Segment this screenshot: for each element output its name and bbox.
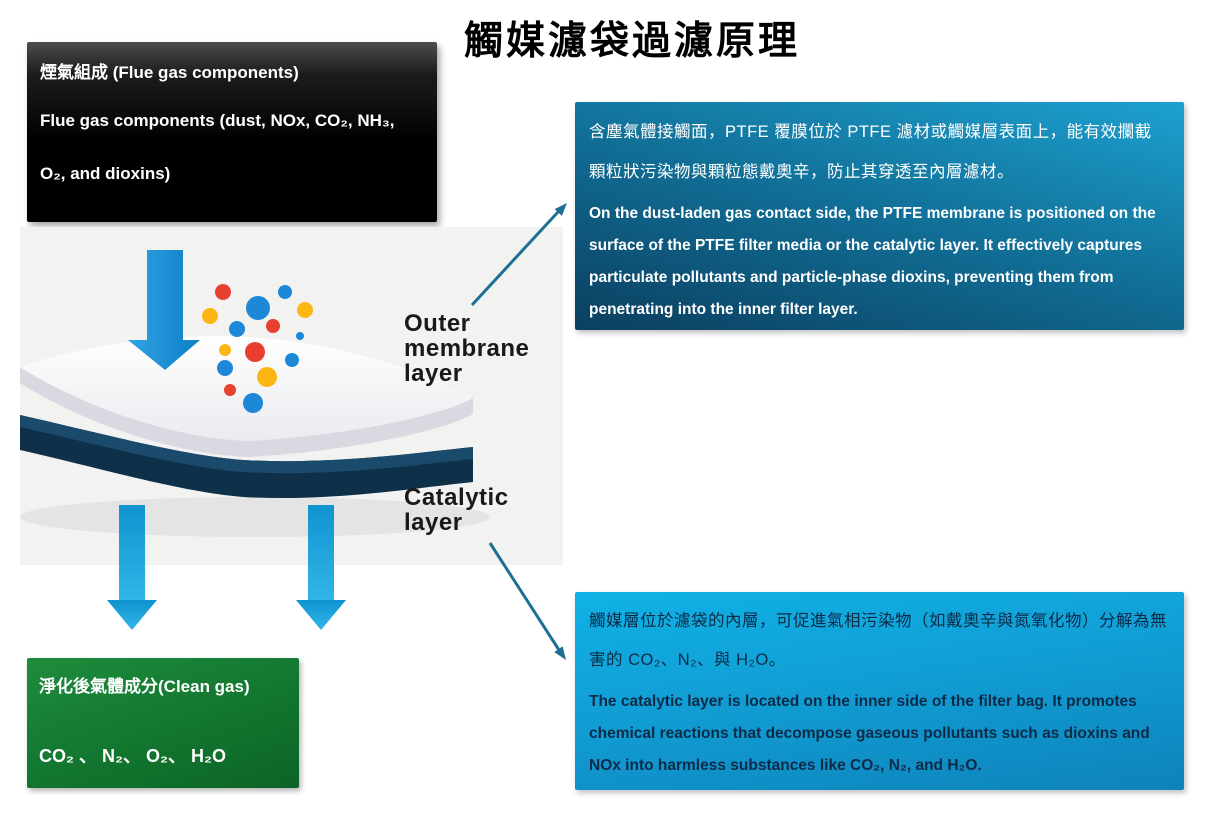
clean-gas-title: 淨化後氣體成分(Clean gas) xyxy=(39,677,250,696)
outer-membrane-info-zh: 含塵氣體接觸面，PTFE 覆膜位於 PTFE 濾材或觸媒層表面上，能有效攔截顆粒… xyxy=(589,123,1152,181)
particle-dots xyxy=(202,284,313,413)
flue-gas-box: 煙氣組成 (Flue gas components) Flue gas comp… xyxy=(27,42,437,222)
outer-membrane-label-line: layer xyxy=(404,360,463,387)
catalytic-layer-label-line: layer xyxy=(404,509,463,536)
outer-membrane-info-box: 含塵氣體接觸面，PTFE 覆膜位於 PTFE 濾材或觸媒層表面上，能有效攔截顆粒… xyxy=(575,102,1184,330)
catalytic-info-box: 觸媒層位於濾袋的內層，可促進氣相污染物（如戴奧辛與氮氧化物）分解為無害的 CO₂… xyxy=(575,592,1184,790)
catalytic-info-en: The catalytic layer is located on the in… xyxy=(589,693,1150,774)
clean-gas-box: 淨化後氣體成分(Clean gas) CO₂ 、 N₂、 O₂、 H₂O xyxy=(27,658,299,788)
outer-membrane-label-line: Outer xyxy=(404,310,471,337)
catalytic-layer-label: Catalytic layer xyxy=(404,485,509,535)
catalytic-layer-sheet xyxy=(20,415,473,499)
page-title: 觸媒濾袋過濾原理 xyxy=(464,20,801,63)
outer-membrane-sheet xyxy=(20,336,473,457)
flue-gas-line: 煙氣組成 (Flue gas components) xyxy=(40,63,299,82)
outer-membrane-info-en: On the dust-laden gas contact side, the … xyxy=(589,205,1156,318)
flue-gas-line: Flue gas components (dust, NOx, CO₂, NH₃… xyxy=(40,111,395,130)
flue-gas-line: O₂, and dioxins) xyxy=(40,164,171,183)
gas-flow-arrow xyxy=(128,250,200,370)
clean-gas-formula: CO₂ 、 N₂、 O₂、 H₂O xyxy=(39,746,226,766)
catalytic-layer-label-line: Catalytic xyxy=(404,484,509,511)
catalytic-info-zh: 觸媒層位於濾袋的內層，可促進氣相污染物（如戴奧辛與氮氧化物）分解為無害的 CO₂… xyxy=(589,612,1167,669)
filter-illustration-art xyxy=(20,250,490,537)
filter-illustration: Outer membrane layer Catalytic layer xyxy=(20,227,563,565)
outer-membrane-label: Outer membrane layer xyxy=(404,311,529,386)
outer-membrane-label-line: membrane xyxy=(404,335,530,362)
